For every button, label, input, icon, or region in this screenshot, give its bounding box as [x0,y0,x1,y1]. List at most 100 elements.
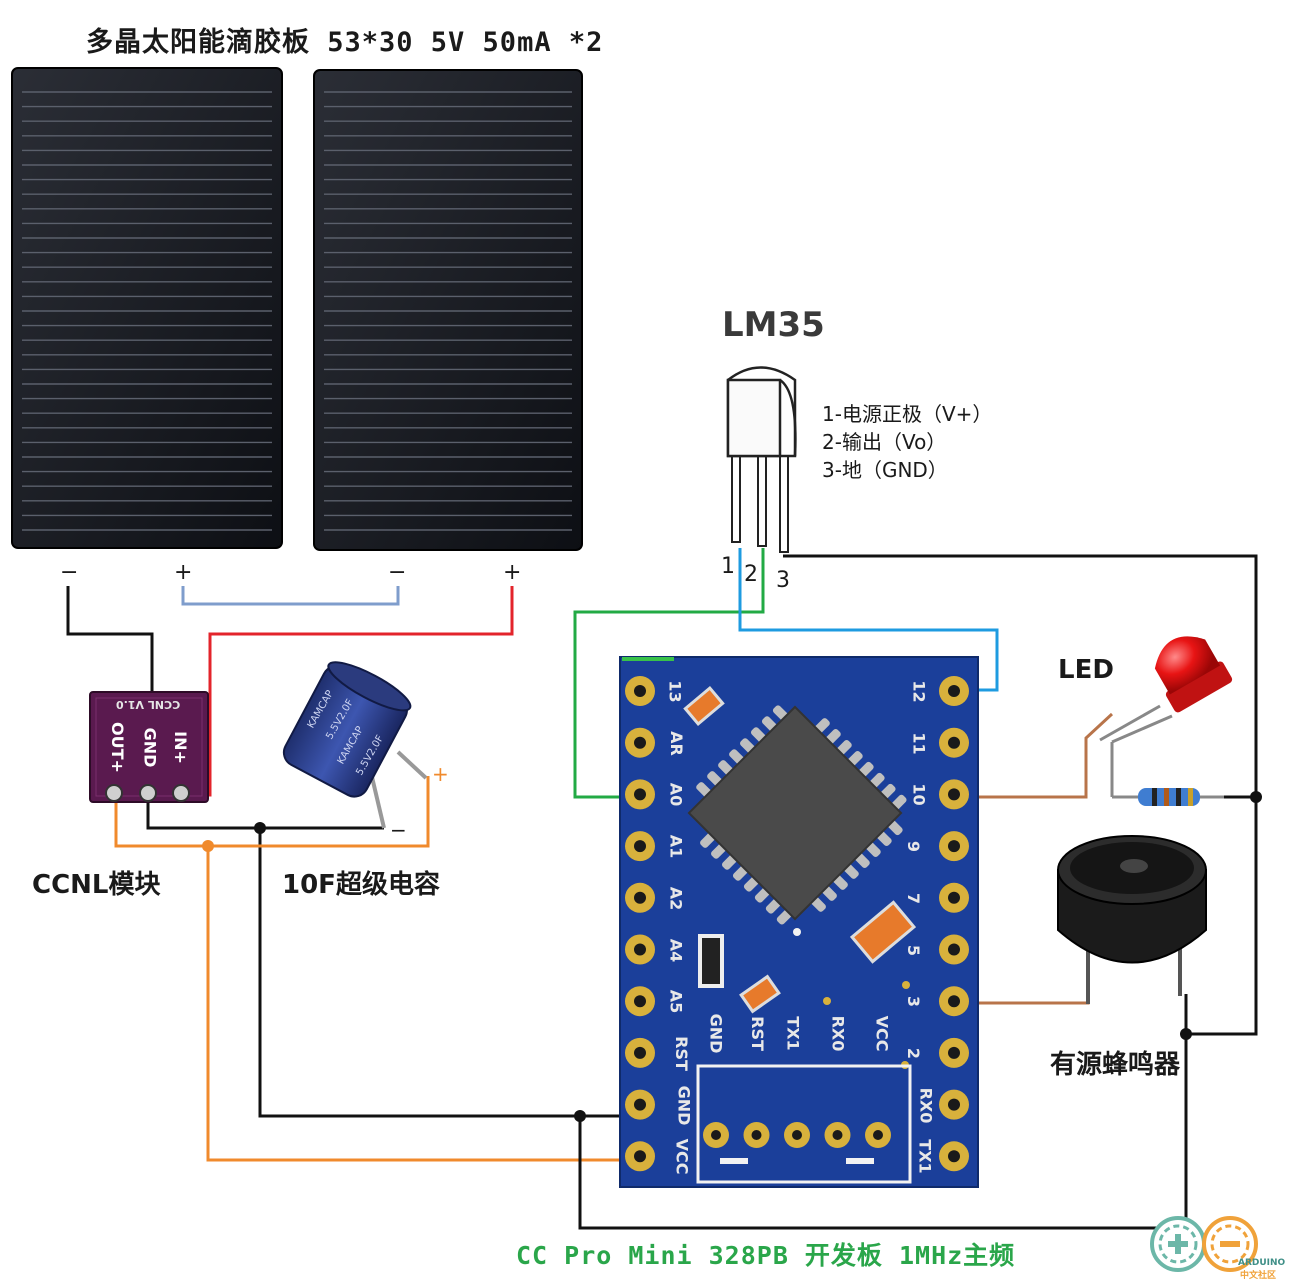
board-pin-label: RST [671,1036,691,1071]
board-pin-label: 5 [904,944,924,956]
ccnl-label: CCNL模块 [32,870,161,900]
wire-lm35-out [573,548,765,799]
panel-cell-lines [324,91,572,531]
ccnl-module [89,691,209,803]
arduino-logo-icon [1150,1216,1258,1272]
wire-gnd-bus [146,800,384,830]
buzzer [1057,835,1207,1004]
pin-hole [948,685,960,697]
panel-cell-lines [22,91,272,531]
led [1099,636,1233,797]
lm35-pin1-number: 1 [721,554,735,579]
pin-hole [948,736,960,749]
panel1-minus-terminal: − [60,560,79,585]
ccnl-pin-in-plus: IN+ [170,731,190,764]
wire-vcc-bus [114,776,430,848]
pin-hole [948,891,960,904]
board-pin-label: 2 [904,1047,924,1059]
board-pin-label: GND [674,1085,694,1125]
lm35-pin3-desc: 3-地（GND） [822,458,948,482]
junction-dot [574,1110,586,1122]
board-pin-label: A0 [666,783,686,807]
board-pin-label: 12 [909,680,929,703]
board-pin-label: A2 [666,886,686,911]
pin-hole [948,1150,960,1163]
header-pads [703,1122,891,1148]
wire-gnd-to-board [258,828,636,1118]
header-hole [832,1130,843,1140]
pin-hole [634,788,646,801]
pin-hole [634,685,646,697]
header-hole [751,1130,762,1140]
panel-series-wire [181,586,400,606]
pin-hole [948,1046,960,1059]
board-pin-label: 11 [909,732,929,755]
buzzer-label: 有源蜂鸣器 [1050,1050,1181,1080]
pin-hole [948,1098,960,1111]
supercap-minus: − [390,818,407,842]
lm35-pin2-number: 2 [744,562,758,587]
silk-tx1: TX1 [783,1016,803,1051]
ccnl-pin-out-plus: OUT+ [107,722,127,773]
silk-rst: RST [747,1016,767,1051]
board-pin-pads [625,676,969,1172]
lm35-pin3-number: 3 [776,568,790,593]
junction-dot [1180,1028,1192,1040]
pro-mini-board [619,656,979,1188]
silk-gnd: GND [706,1013,726,1054]
header-hole [873,1130,883,1140]
board-pin-label: AR [666,730,686,756]
board-pin-label: 10 [909,783,929,807]
junction-dot [1250,791,1262,803]
supercap-label: 10F超级电容 [282,870,440,900]
supercapacitor [282,661,428,829]
board-pin-label: A1 [666,834,686,859]
wire-vcc-to-board [206,846,636,1162]
junction-dot [202,840,214,852]
pin-hole [634,943,646,956]
board-pin-label: 13 [665,680,685,703]
board-pin-label: RX0 [916,1087,936,1123]
logo-sub: 中文社区 [1240,1271,1277,1281]
silk-rx0: RX0 [828,1015,848,1052]
wire-buzzer-signal [960,964,1090,1005]
pin-hole [948,840,960,853]
solar-panel-2 [313,69,583,551]
pin-hole [634,736,646,749]
lm35-pin1-desc: 1-电源正极（V+） [822,402,993,426]
board-pin-label: 3 [904,996,924,1008]
board-label: CC Pro Mini 328PB 开发板 1MHz主频 [516,1241,1016,1270]
header-hole [711,1130,721,1140]
pin-hole [634,840,646,853]
pin-hole [634,1098,646,1111]
solar-panel-1 [11,67,283,549]
lm35-pin2-desc: 2-输出（Vo） [822,430,947,454]
board-pin-label: 9 [904,841,924,853]
board-pin-label: VCC [672,1138,692,1175]
wire-lm35-vplus [738,548,999,692]
header-hole [792,1130,802,1140]
pin-hole [634,1150,646,1163]
ccnl-pin-gnd: GND [140,727,160,768]
pin-hole [948,943,960,956]
wire-gnd-return [578,994,1188,1230]
led-resistor [1112,788,1224,806]
pin-hole [948,788,960,801]
pin-hole [634,891,646,904]
panel2-plus-terminal: + [503,560,522,585]
panel1-plus-terminal: + [174,560,193,585]
pin-hole [634,1046,646,1059]
board-pin-label: A5 [666,989,686,1014]
junction-dot [254,822,266,834]
led-label: LED [1058,655,1114,685]
silk-vcc: VCC [872,1015,892,1052]
board-pin-label: 7 [904,892,924,904]
lm35-sensor [726,366,797,553]
ccnl-pcb-title: CCNL V1.0 [116,698,181,711]
board-pin-label: TX1 [915,1139,935,1174]
pin-hole [948,995,960,1008]
pin-hole [634,995,646,1008]
logo-name: ARDUINO [1238,1258,1286,1268]
solar-panel-title: 多晶太阳能滴胶板 53*30 5V 50mA *2 [86,27,604,58]
